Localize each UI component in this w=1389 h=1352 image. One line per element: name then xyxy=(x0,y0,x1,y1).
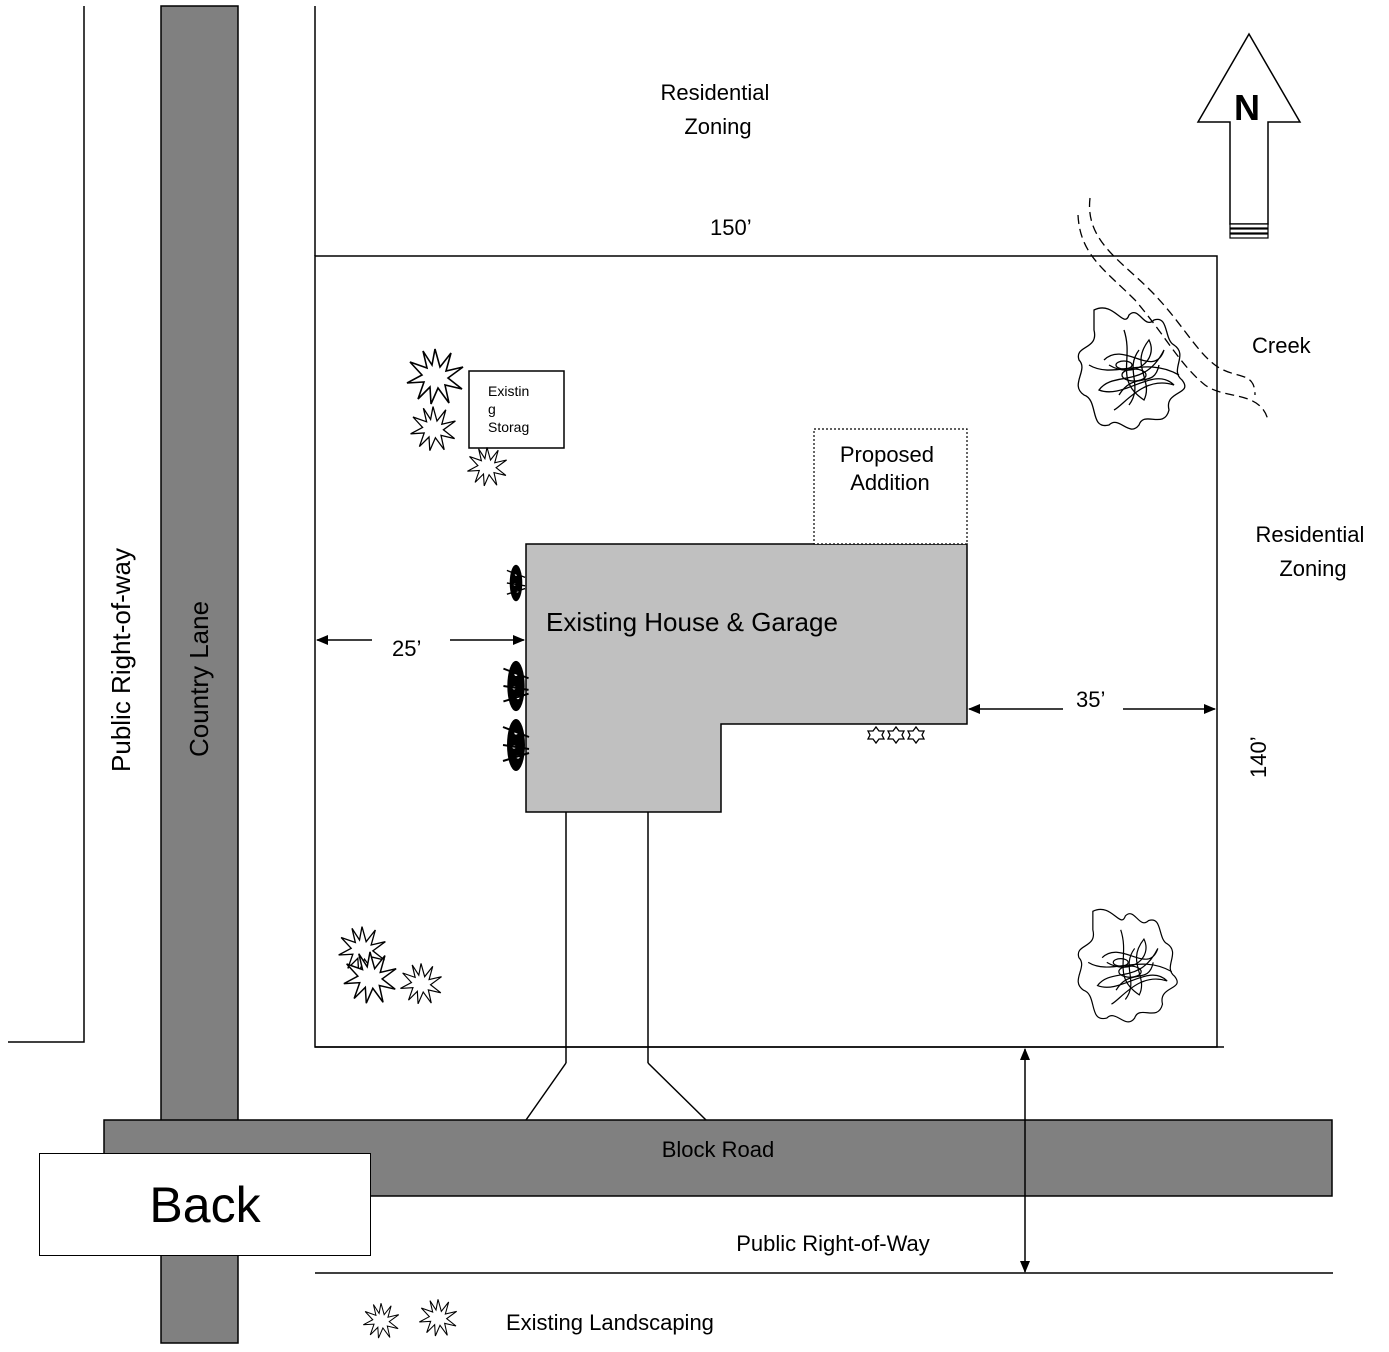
country-lane-label: Country Lane xyxy=(184,601,214,757)
shrub-icon xyxy=(907,726,925,744)
dim-140-label: 140’ xyxy=(1246,736,1271,778)
dim-25-label: 25’ xyxy=(392,636,421,661)
shrub-icon xyxy=(502,659,530,713)
public-row-left-line xyxy=(8,6,85,1043)
north-label: N xyxy=(1234,87,1260,128)
proposed-addition xyxy=(813,428,968,545)
shrub-icon xyxy=(505,563,527,603)
legend-shrub-icon xyxy=(362,1302,400,1339)
shrub-icon xyxy=(406,348,464,405)
dim-35-label: 35’ xyxy=(1076,687,1105,712)
shrub-icon xyxy=(466,446,508,487)
proposed-line-2: Addition xyxy=(850,470,930,495)
shrub-icon xyxy=(409,405,457,452)
storage-label: Existin g Storag xyxy=(488,383,533,435)
shrub-icon xyxy=(867,726,885,744)
shrub-icon xyxy=(502,718,530,772)
north-arrow-icon: N xyxy=(1196,32,1302,239)
public-row-bottom-label: Public Right-of-Way xyxy=(736,1231,930,1256)
legend-shrub-icon xyxy=(418,1298,458,1337)
driveway xyxy=(525,812,707,1121)
residential-top-label: Residential Zoning xyxy=(661,80,776,139)
block-road-label: Block Road xyxy=(662,1137,775,1162)
shrub-icon xyxy=(887,726,905,744)
public-row-left-label: Public Right-of-way xyxy=(106,548,136,772)
legend-label: Existing Landscaping xyxy=(506,1310,714,1335)
residential-right-label: Residential Zoning xyxy=(1256,522,1371,581)
residential-top-line-1: Residential xyxy=(661,80,770,105)
tree-icon xyxy=(1077,908,1178,1023)
residential-right-line-1: Residential xyxy=(1256,522,1365,547)
back-button[interactable]: Back xyxy=(39,1153,371,1256)
creek-label: Creek xyxy=(1252,333,1312,358)
storage-line-3: Storag xyxy=(488,419,529,435)
storage-line-1: Existin xyxy=(488,383,529,399)
proposed-line-1: Proposed xyxy=(840,442,934,467)
house-label: Existing House & Garage xyxy=(546,607,838,637)
creek-icon xyxy=(1077,197,1269,421)
residential-right-line-2: Zoning xyxy=(1279,556,1346,581)
dim-150-label: 150’ xyxy=(710,215,752,240)
shrub-icon xyxy=(399,962,443,1005)
tree-icon xyxy=(1077,307,1186,430)
residential-top-line-2: Zoning xyxy=(684,114,751,139)
existing-storage xyxy=(468,370,565,449)
storage-line-2: g xyxy=(488,401,496,417)
existing-house xyxy=(525,543,968,813)
proposed-label: Proposed Addition xyxy=(840,442,940,495)
